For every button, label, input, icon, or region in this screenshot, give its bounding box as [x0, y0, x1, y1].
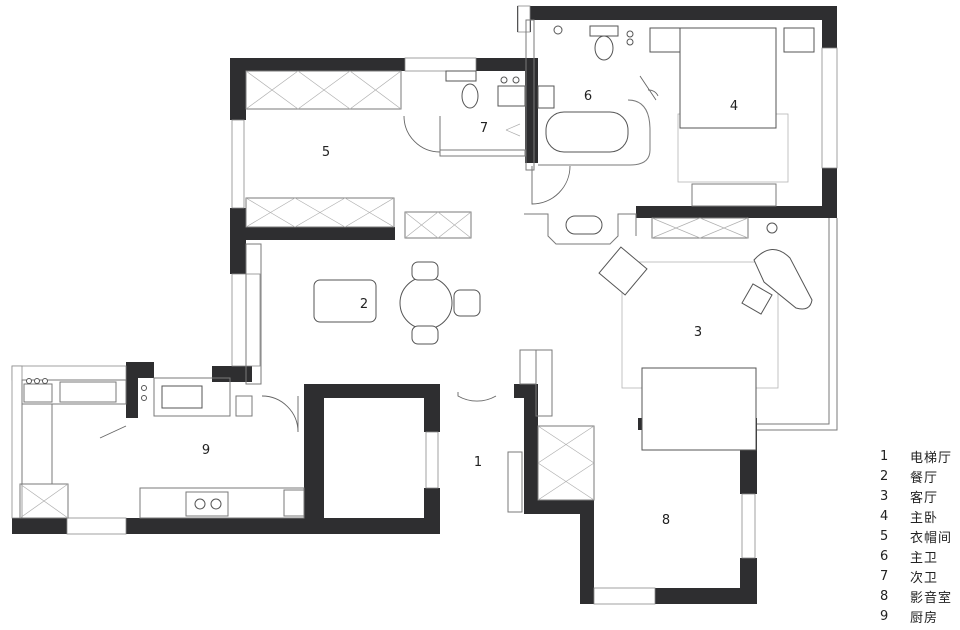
legend-label: 主卧 [910, 510, 939, 526]
legend-number: 1 [880, 448, 889, 464]
room-number-2: 2 [360, 297, 368, 312]
doors [99, 75, 659, 439]
legend-item: 4 主卧 [880, 506, 960, 526]
legend-label: 影音室 [910, 590, 953, 606]
window-walls [11, 5, 838, 605]
room-number-1: 1 [474, 455, 482, 470]
legend-item: 9 厨房 [880, 606, 960, 626]
legend-number: 8 [880, 588, 889, 604]
legend-label: 厨房 [910, 610, 939, 626]
legend-item: 5 衣帽间 [880, 526, 960, 546]
legend-item: 8 影音室 [880, 586, 960, 606]
legend-item: 7 次卫 [880, 566, 960, 586]
legend-number: 5 [880, 528, 889, 544]
legend-item: 3 客厅 [880, 486, 960, 506]
legend-label: 电梯厅 [910, 450, 953, 466]
legend-number: 7 [880, 568, 889, 584]
legend-label: 客厅 [910, 490, 939, 506]
legend-label: 次卫 [910, 570, 939, 586]
room-number-4: 4 [730, 99, 738, 114]
bedroom-furniture [649, 27, 815, 207]
room-number-5: 5 [322, 145, 330, 160]
room-number-labels: 1 2 3 4 5 6 7 8 9 [202, 89, 738, 528]
bathroom-fixtures [439, 19, 651, 245]
legend-number: 4 [880, 508, 889, 524]
room-number-3: 3 [694, 325, 702, 340]
legend-number: 3 [880, 488, 889, 504]
legend-number: 2 [880, 468, 889, 484]
room-number-7: 7 [480, 121, 488, 136]
legend-item: 6 主卫 [880, 546, 960, 566]
kitchen-fixtures [21, 377, 305, 519]
room-number-9: 9 [202, 443, 210, 458]
legend-item: 1 电梯厅 [880, 446, 960, 466]
legend-number: 9 [880, 608, 889, 624]
room-number-8: 8 [662, 513, 670, 528]
living-room-furniture [598, 222, 813, 451]
legend-item: 2 餐厅 [880, 466, 960, 486]
dining-furniture [313, 261, 481, 345]
room-number-6: 6 [584, 89, 592, 104]
legend-label: 衣帽间 [910, 530, 953, 546]
wardrobes [19, 70, 749, 519]
legend-number: 6 [880, 548, 889, 564]
room-legend: 1 电梯厅 2 餐厅 3 客厅 4 主卧 5 衣帽间 6 主卫 7 次卫 8 影音室 9 厨房 [880, 446, 960, 626]
legend-label: 主卫 [910, 550, 939, 566]
legend-label: 餐厅 [910, 470, 939, 486]
